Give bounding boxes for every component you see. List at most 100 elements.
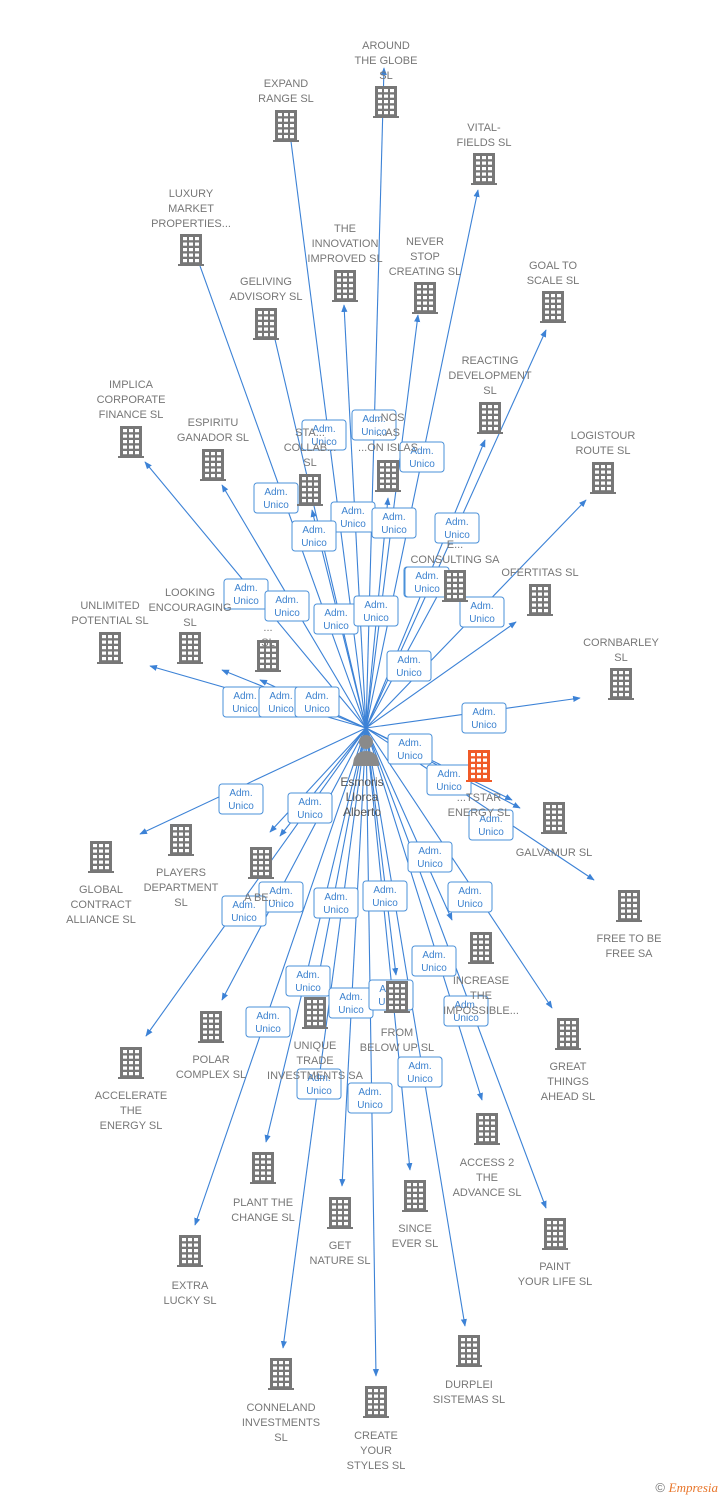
role-badge[interactable]: Adm.Unico — [411, 945, 457, 977]
role-badge[interactable]: Adm.Unico — [264, 590, 310, 622]
role-badge[interactable]: Adm.Unico — [397, 1056, 443, 1088]
role-badge[interactable]: Adm.Unico — [426, 764, 472, 796]
role-badge[interactable]: Adm.Unico — [296, 1068, 342, 1100]
role-badge[interactable]: Adm.Unico — [351, 409, 397, 441]
company-node[interactable]: LUXURYMARKETPROPERTIES... — [151, 188, 231, 266]
company-node[interactable]: ...NOS...AS...ON ISLAS — [358, 412, 418, 492]
role-badge[interactable]: Adm.Unico — [291, 520, 337, 552]
company-label: GREAT — [549, 1061, 586, 1073]
building-icon — [253, 308, 279, 340]
role-badge[interactable]: Adm.Unico — [434, 512, 480, 544]
building-icon — [177, 632, 203, 664]
company-node[interactable]: E...CONSULTING SA — [410, 539, 500, 602]
relationship-edge — [365, 727, 413, 1171]
role-badge[interactable]: Adm.Unico — [221, 895, 267, 927]
role-badge[interactable]: Adm.Unico — [328, 987, 374, 1019]
company-node[interactable]: OFERTITAS SL — [501, 567, 579, 616]
role-badge-text: Adm. — [234, 583, 257, 594]
company-node[interactable]: VITAL-FIELDS SL — [456, 122, 512, 185]
building-icon — [97, 632, 123, 664]
role-badge[interactable]: Adm.Unico — [386, 650, 432, 682]
role-badge[interactable]: Adm.Unico — [330, 501, 376, 533]
building-icon — [255, 640, 281, 672]
role-badge[interactable]: Adm.Unico — [258, 686, 304, 718]
role-badge[interactable]: Adm.Unico — [407, 841, 453, 873]
role-badge[interactable]: Adm.Unico — [313, 603, 359, 635]
company-label: DEPARTMENT — [144, 882, 219, 894]
role-badge[interactable]: Adm.Unico — [353, 595, 399, 627]
role-badge[interactable]: Adm.Unico — [443, 995, 489, 1027]
role-badge-text: Unico — [469, 614, 495, 625]
role-badge[interactable]: Adm.Unico — [459, 596, 505, 628]
role-badge[interactable]: Adm.Unico — [258, 881, 304, 913]
company-label: CREATING SL — [389, 266, 462, 278]
role-badge[interactable]: Adm.Unico — [313, 887, 359, 919]
role-badge[interactable]: Adm.Unico — [301, 419, 347, 451]
role-badge[interactable]: Adm.Unico — [468, 809, 514, 841]
empresia-logo[interactable]: Empresia — [668, 1480, 718, 1495]
company-label: SL — [274, 1432, 287, 1444]
company-node[interactable]: ...SL — [255, 622, 281, 672]
role-badge[interactable]: Adm.Unico — [253, 482, 299, 514]
company-node[interactable]: STA...COLLAB...SL — [284, 427, 337, 506]
role-badge[interactable]: Adm.Unico — [404, 566, 450, 598]
role-badge[interactable]: Adm.Unico — [222, 686, 268, 718]
role-badge[interactable]: Adm.Unico — [399, 441, 445, 473]
role-badge[interactable]: Adm.Unico — [347, 1082, 393, 1114]
role-badge[interactable]: Adm.Unico — [371, 507, 417, 539]
role-badge[interactable]: Adm.Unico — [447, 881, 493, 913]
role-badge[interactable]: Adm.Unico — [285, 965, 331, 997]
role-badge[interactable]: Adm.Unico — [223, 578, 269, 610]
company-node[interactable]: A BE... — [244, 847, 278, 904]
role-badge-text: Adm. — [324, 608, 347, 619]
company-node[interactable]: GALVAMUR SL — [516, 802, 593, 859]
role-badge-text: Unico — [231, 913, 257, 924]
role-badge-text: Adm. — [305, 691, 328, 702]
relationship-edge — [365, 727, 379, 1377]
role-badge[interactable]: Adm.Unico — [387, 733, 433, 765]
role-badge[interactable]: Adm.Unico — [294, 686, 340, 718]
building-icon — [616, 890, 642, 922]
role-badge[interactable]: Adm.Unico — [287, 792, 333, 824]
company-label: GET — [329, 1240, 352, 1252]
role-badge[interactable]: Adm.Unico — [461, 702, 507, 734]
role-badge[interactable]: Adm.Unico — [362, 880, 408, 912]
role-badge[interactable]: Adm.Unico — [245, 1006, 291, 1038]
company-node[interactable]: INCREASETHEIMPOSSIBLE... — [443, 932, 519, 1017]
role-badge[interactable]: Adm.Unico — [218, 783, 264, 815]
role-badge-text: Unico — [306, 1086, 332, 1097]
role-badge-text: Unico — [311, 437, 337, 448]
